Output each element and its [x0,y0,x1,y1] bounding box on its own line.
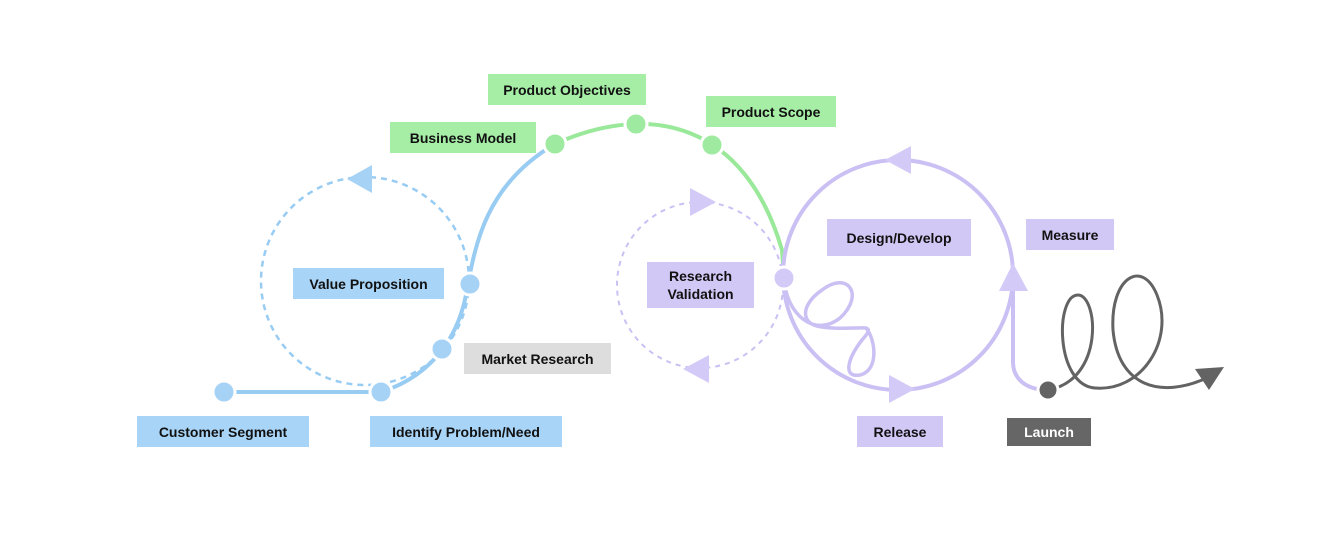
product-scope-label[interactable]: Product Scope [706,96,836,127]
launch-label[interactable]: Launch [1007,418,1091,446]
triangle-left-icon [683,355,709,383]
design-develop-loop [781,158,1015,392]
value-proposition-label[interactable]: Value Proposition [293,268,444,299]
launch-node[interactable] [1036,378,1060,402]
triangle-up-icon [999,263,1028,291]
arrowhead-icon [1195,367,1224,390]
product-scope-node[interactable] [699,132,725,158]
launch-squiggle [1046,274,1211,392]
release-label[interactable]: Release [857,416,943,447]
design-develop-label[interactable]: Design/Develop [827,219,971,256]
product-objectives-label[interactable]: Product Objectives [488,74,646,105]
design-squiggle [782,276,876,377]
market-research-label[interactable]: Market Research [464,343,611,374]
customer-segment-node[interactable] [211,379,237,405]
product-objectives-node[interactable] [623,111,649,137]
value-proposition-node[interactable] [457,271,483,297]
identify-problem-label[interactable]: Identify Problem/Need [370,416,562,447]
triangle-left-icon [347,165,372,193]
measure-to-launch-line [1011,278,1050,392]
identify-problem-node[interactable] [368,379,394,405]
customer-segment-label[interactable]: Customer Segment [137,416,309,447]
triangle-right-icon [690,188,716,216]
measure-label[interactable]: Measure [1026,219,1114,250]
business-model-label[interactable]: Business Model [390,122,536,153]
product-definition-arc [553,121,786,280]
research-validation-label[interactable]: Research Validation [647,262,754,308]
business-model-node[interactable] [542,131,568,157]
market-research-node[interactable] [429,336,455,362]
triangle-left-icon [885,146,911,174]
triangle-right-icon [889,375,915,403]
research-validation-node[interactable] [771,265,797,291]
